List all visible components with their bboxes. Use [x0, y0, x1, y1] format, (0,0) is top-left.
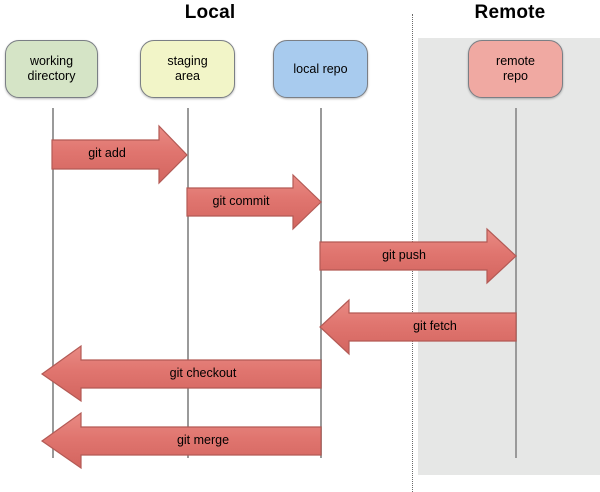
- arrow-git-checkout[interactable]: git checkout: [40, 344, 324, 403]
- arrow-git-push[interactable]: git push: [319, 227, 519, 285]
- lifeline-working-directory: [52, 108, 54, 458]
- remote-zone-title: Remote: [474, 2, 546, 23]
- actor-local-repo-label: local repo: [293, 61, 348, 76]
- actor-staging-area-label: staging area: [167, 54, 208, 83]
- lifeline-local-repo: [320, 108, 322, 458]
- actor-working-directory[interactable]: working directory: [5, 40, 98, 98]
- local-zone-title: Local: [184, 2, 236, 23]
- arrow-git-fetch[interactable]: git fetch: [319, 298, 519, 356]
- arrow-git-merge[interactable]: git merge: [40, 411, 324, 470]
- actor-local-repo[interactable]: local repo: [273, 40, 368, 98]
- actor-working-directory-label: working directory: [27, 54, 76, 83]
- arrow-git-add[interactable]: git add: [51, 124, 189, 185]
- lifeline-remote-repo: [515, 108, 517, 458]
- actor-remote-repo[interactable]: remote repo: [468, 40, 563, 98]
- actor-remote-repo-label: remote repo: [496, 54, 535, 83]
- arrow-git-commit[interactable]: git commit: [186, 173, 324, 231]
- lifeline-staging-area: [187, 108, 189, 458]
- actor-staging-area[interactable]: staging area: [140, 40, 235, 98]
